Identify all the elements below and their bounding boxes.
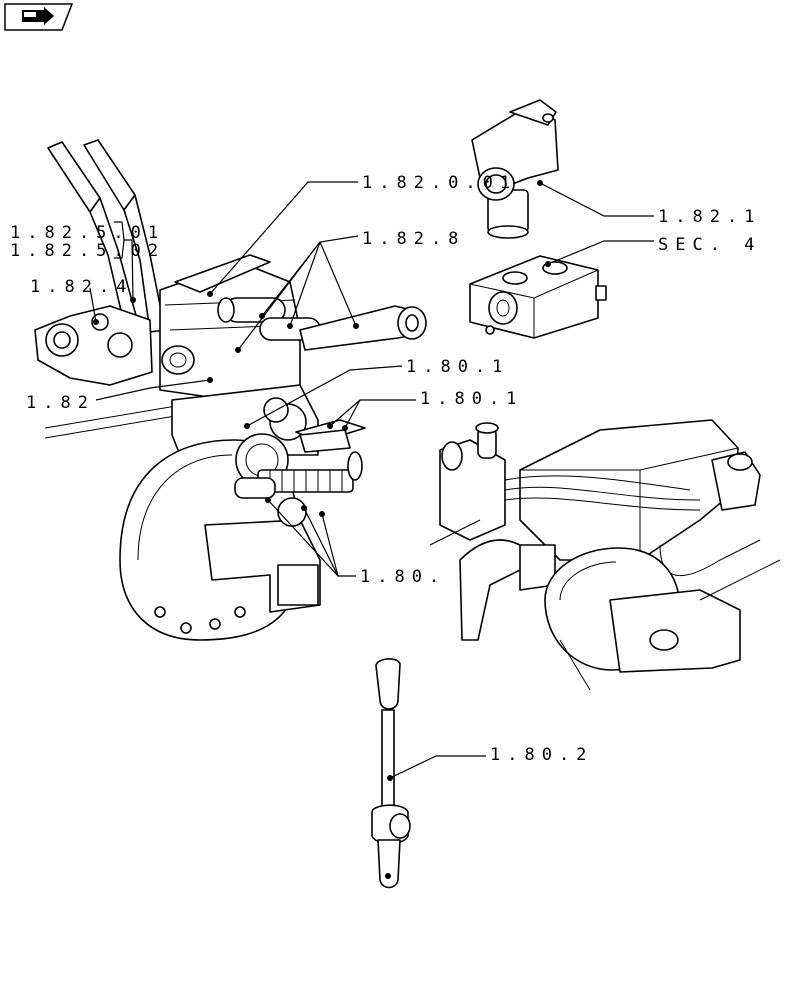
callout-sec-4[interactable]: SEC. 4 (658, 235, 761, 255)
callout-1-82-4[interactable]: 1.82.4 (30, 277, 133, 297)
callout-1-80-1-upper[interactable]: 1.80.1 (406, 357, 509, 377)
callout-1-82-5-01[interactable]: 1.82.5.01 (10, 223, 165, 243)
right-arrow-icon (22, 7, 54, 25)
callout-1-80-1-lower[interactable]: 1.80.1 (420, 389, 523, 409)
callout-1-80-2[interactable]: 1.80.2 (490, 745, 593, 765)
callout-1-82-0-01[interactable]: 1.82.0.01 (362, 173, 517, 193)
tractor-rear-assembly-drawing (429, 419, 781, 691)
callout-1-80[interactable]: 1.80. (360, 567, 446, 587)
leader-lines (89, 180, 654, 781)
callout-1-82[interactable]: 1.82 (26, 393, 95, 413)
gearbox-assembly-drawing (34, 139, 427, 641)
callout-1-82-8[interactable]: 1.82.8 (362, 229, 465, 249)
hydraulic-pump-drawing (469, 255, 607, 339)
next-page-button[interactable] (4, 3, 74, 31)
callout-1-82-5-02[interactable]: 1.82.5.02 (10, 241, 165, 261)
gear-lever-drawing (371, 658, 411, 889)
callout-1-82-1[interactable]: 1.82.1 (658, 207, 761, 227)
valve-body-drawing (471, 99, 559, 239)
